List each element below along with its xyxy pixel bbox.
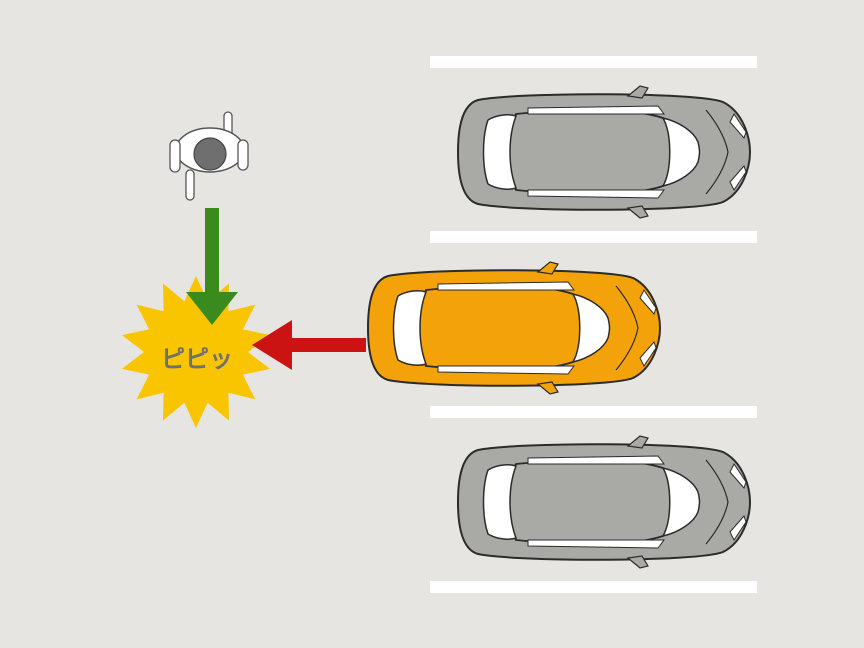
reversing-car	[367, 261, 661, 395]
parked-car	[457, 85, 751, 219]
pedestrian-arrow	[186, 208, 238, 325]
pedestrian-icon	[169, 111, 249, 201]
parked-car	[457, 435, 751, 569]
parking-line	[430, 231, 757, 243]
parking-line	[430, 581, 757, 593]
parking-line	[430, 56, 757, 68]
car-arrow	[252, 320, 366, 370]
parking-line	[430, 406, 757, 418]
warning-burst-icon	[121, 276, 271, 428]
alert-text: ピピッ	[161, 345, 233, 373]
